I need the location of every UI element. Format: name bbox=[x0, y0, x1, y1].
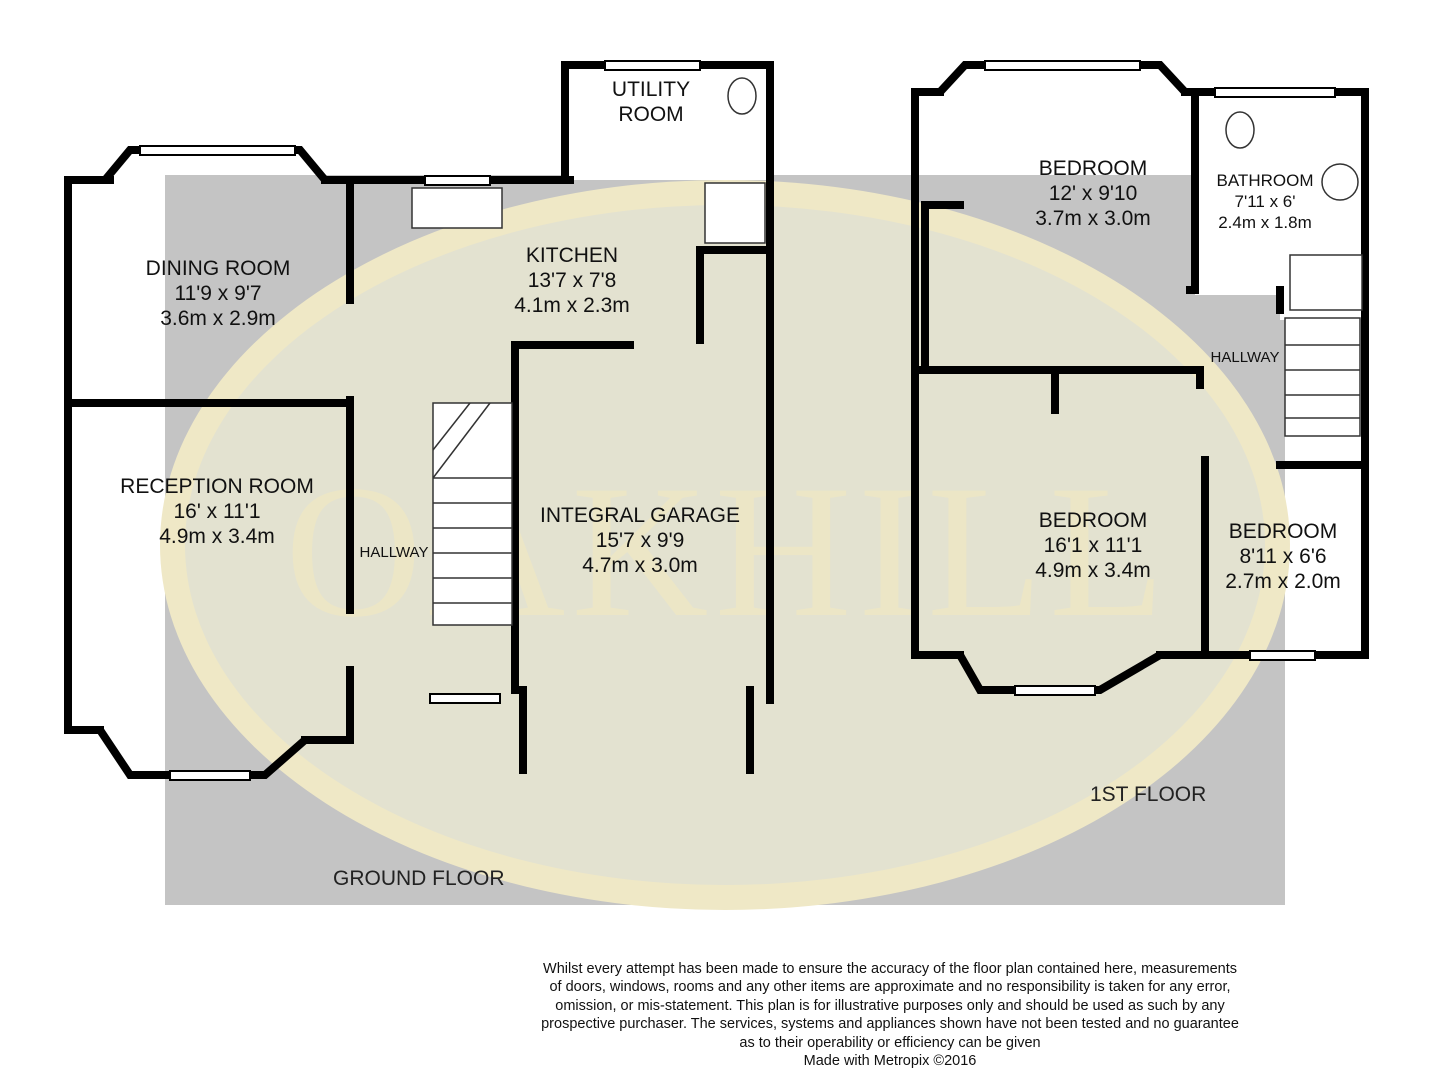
room-imperial: 16' x 11'1 bbox=[173, 500, 261, 523]
disclaimer: Whilst every attempt has been made to en… bbox=[480, 960, 1300, 1070]
room-metric: 3.6m x 2.9m bbox=[160, 307, 276, 330]
room-name: BEDROOM bbox=[1038, 157, 1148, 180]
room-label-garage: INTEGRAL GARAGE 15'7 x 9'9 4.7m x 3.0m bbox=[540, 503, 740, 578]
room-name: DINING ROOM bbox=[145, 257, 291, 280]
room-label-bedroom-2: BEDROOM 16'1 x 11'1 4.9m x 3.4m bbox=[1035, 508, 1151, 583]
room-label-reception: RECEPTION ROOM 16' x 11'1 4.9m x 3.4m bbox=[120, 474, 314, 549]
room-name: ROOM bbox=[618, 103, 684, 126]
first-floor-label: 1ST FLOOR bbox=[1090, 783, 1207, 806]
room-metric: 3.7m x 3.0m bbox=[1035, 207, 1151, 230]
room-imperial: 16'1 x 11'1 bbox=[1043, 534, 1143, 557]
room-metric: 4.9m x 3.4m bbox=[1035, 559, 1151, 582]
disclaimer-line: Whilst every attempt has been made to en… bbox=[543, 961, 1237, 977]
sink-icon bbox=[411, 187, 503, 229]
room-metric: 4.9m x 3.4m bbox=[159, 525, 275, 548]
room-label-utility: UTILITY ROOM bbox=[612, 77, 690, 127]
room-name: UTILITY bbox=[611, 78, 691, 101]
toilet-icon bbox=[1225, 111, 1255, 149]
shower-icon bbox=[1289, 254, 1363, 311]
room-imperial: 8'11 x 6'6 bbox=[1239, 545, 1327, 568]
credit: Made with Metropix ©2016 bbox=[803, 1053, 977, 1070]
room-imperial: 12' x 9'10 bbox=[1048, 182, 1138, 205]
stairs bbox=[432, 317, 1361, 626]
room-label-dining: DINING ROOM 11'9 x 9'7 3.6m x 2.9m bbox=[146, 256, 291, 331]
basin-icon bbox=[1321, 163, 1359, 201]
watermark-ellipse bbox=[185, 205, 1265, 885]
room-name: BEDROOM bbox=[1038, 509, 1148, 532]
fixtures bbox=[411, 77, 1363, 311]
room-label-bedroom-1: BEDROOM 12' x 9'10 3.7m x 3.0m bbox=[1035, 156, 1151, 231]
room-label-bedroom-3: BEDROOM 8'11 x 6'6 2.7m x 2.0m bbox=[1225, 519, 1341, 594]
room-label-kitchen: KITCHEN 13'7 x 7'8 4.1m x 2.3m bbox=[514, 243, 630, 318]
room-label-hallway-first: HALLWAY bbox=[1210, 349, 1280, 366]
disclaimer-line: as to their operability or efficiency ca… bbox=[739, 1034, 1041, 1051]
room-name: BEDROOM bbox=[1228, 520, 1338, 543]
room-metric: 4.1m x 2.3m bbox=[514, 294, 630, 317]
room-name: KITCHEN bbox=[525, 244, 619, 267]
room-name: BATHROOM bbox=[1216, 171, 1314, 190]
walls bbox=[64, 61, 1369, 774]
room-imperial: 15'7 x 9'9 bbox=[595, 529, 685, 552]
room-imperial: 11'9 x 9'7 bbox=[174, 282, 262, 305]
disclaimer-line: of doors, windows, rooms and any other i… bbox=[549, 979, 1231, 996]
room-imperial: 7'11 x 6' bbox=[1234, 192, 1296, 211]
room-label-bathroom: BATHROOM 7'11 x 6' 2.4m x 1.8m bbox=[1217, 170, 1314, 233]
room-imperial: 13'7 x 7'8 bbox=[527, 269, 617, 292]
disclaimer-line: omission, or mis-statement. This plan is… bbox=[555, 997, 1225, 1014]
ground-floor-label: GROUND FLOOR bbox=[333, 867, 505, 890]
room-metric: 2.7m x 2.0m bbox=[1225, 570, 1341, 593]
room-name: RECEPTION ROOM bbox=[120, 475, 314, 498]
watermark-text: OAKHILL bbox=[285, 447, 1171, 657]
toilet-icon bbox=[727, 77, 757, 115]
windows bbox=[96, 60, 1336, 781]
room-metric: 2.4m x 1.8m bbox=[1218, 213, 1312, 232]
shower-icon bbox=[704, 182, 766, 244]
room-name: INTEGRAL GARAGE bbox=[540, 504, 740, 527]
room-label-hallway-ground: HALLWAY bbox=[359, 544, 429, 561]
room-metric: 4.7m x 3.0m bbox=[582, 554, 698, 577]
disclaimer-line: prospective purchaser. The services, sys… bbox=[541, 1016, 1239, 1033]
